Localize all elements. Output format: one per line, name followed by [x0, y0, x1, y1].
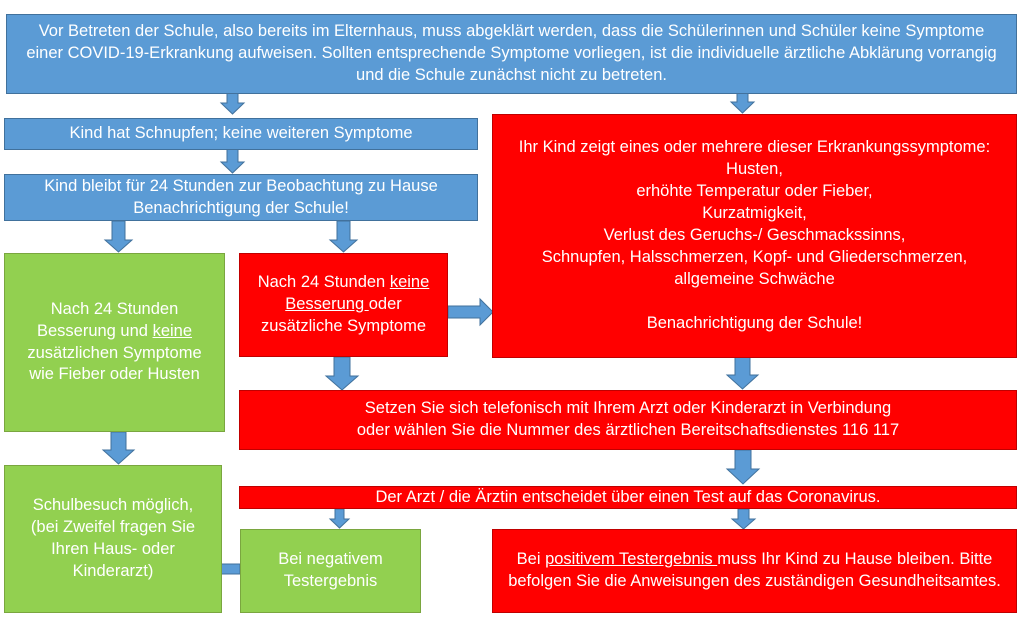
arrow-keine-to-arzt: [324, 356, 360, 391]
symptome-item: Verlust des Geruchs-/ Geschmackssinns,: [603, 226, 906, 244]
arzt-line-2: oder wählen Sie die Nummer des ärztliche…: [356, 421, 900, 439]
schulbesuch-box: Schulbesuch möglich, (bei Zweifel fragen…: [4, 465, 222, 613]
intro-text: Vor Betreten der Schule, also bereits im…: [26, 22, 997, 84]
intro-box: Vor Betreten der Schule, also bereits im…: [6, 14, 1017, 94]
beobachtung-line-1: Kind bleibt für 24 Stunden zur Beobachtu…: [44, 177, 438, 196]
symptome-title: Ihr Kind zeigt eines oder mehrere dieser…: [518, 138, 991, 157]
beobachtung-line-2: Benachrichtigung der Schule!: [133, 198, 349, 217]
negativ-box: Bei negativem Testergebnis: [240, 529, 421, 613]
arrow-beobachtung-to-besserung: [103, 220, 134, 253]
positiv-underline: positivem Testergebnis: [545, 550, 718, 569]
besserung-box: Nach 24 Stunden Besserung und keine zusä…: [4, 253, 225, 432]
symptome-item: allgemeine Schwäche: [674, 269, 835, 288]
arzt-box: Setzen Sie sich telefonisch mit Ihrem Ar…: [239, 390, 1017, 450]
arrow-intro-to-symptome: [729, 92, 756, 114]
arrow-test-to-positiv: [730, 508, 757, 530]
symptome-footer: Benachrichtigung der Schule!: [646, 313, 863, 332]
schnupfen-text: Kind hat Schnupfen; keine weiteren Sympt…: [69, 124, 413, 143]
symptome-item: Husten,: [726, 160, 783, 179]
positiv-text: Bei positivem Testergebnis muss Ihr Kind…: [508, 550, 1001, 590]
arrow-besserung-to-schulbesuch: [101, 431, 136, 465]
arrow-test-to-negativ: [328, 508, 351, 529]
arrow-beobachtung-to-keine: [328, 220, 359, 253]
arrow-schnupfen-to-beobachtung: [219, 148, 246, 174]
negativ-text: Bei negativem Testergebnis: [278, 550, 383, 590]
arrow-arzt-to-test: [725, 449, 761, 485]
test-box: Der Arzt / die Ärztin entscheidet über e…: [239, 486, 1017, 509]
keine-besserung-underline: keine Besserung: [285, 273, 430, 314]
arrow-keine-to-symptome: [447, 297, 494, 327]
schulbesuch-text: Schulbesuch möglich, (bei Zweifel fragen…: [30, 496, 196, 580]
symptome-item: Kurzatmigkeit,: [702, 204, 807, 223]
besserung-underline: keine: [152, 321, 193, 340]
test-text: Der Arzt / die Ärztin entscheidet über e…: [375, 487, 881, 506]
keine-besserung-box: Nach 24 Stunden keine Besserung oder zus…: [239, 253, 448, 357]
besserung-text: Nach 24 Stunden Besserung und keine zusä…: [27, 299, 202, 384]
symptome-item: Schnupfen, Halsschmerzen, Kopf- und Glie…: [541, 247, 968, 266]
symptome-item: erhöhte Temperatur oder Fieber,: [636, 182, 873, 201]
arrow-intro-to-schnupfen: [219, 92, 246, 115]
arrow-symptome-to-arzt: [725, 356, 760, 390]
symptome-box: Ihr Kind zeigt eines oder mehrere dieser…: [492, 114, 1017, 358]
arzt-line-1: Setzen Sie sich telefonisch mit Ihrem Ar…: [364, 399, 892, 418]
schnupfen-box: Kind hat Schnupfen; keine weiteren Sympt…: [4, 118, 478, 150]
positiv-box: Bei positivem Testergebnis muss Ihr Kind…: [492, 529, 1017, 613]
beobachtung-box: Kind bleibt für 24 Stunden zur Beobachtu…: [4, 174, 478, 221]
keine-besserung-text: Nach 24 Stunden keine Besserung oder zus…: [257, 273, 430, 335]
